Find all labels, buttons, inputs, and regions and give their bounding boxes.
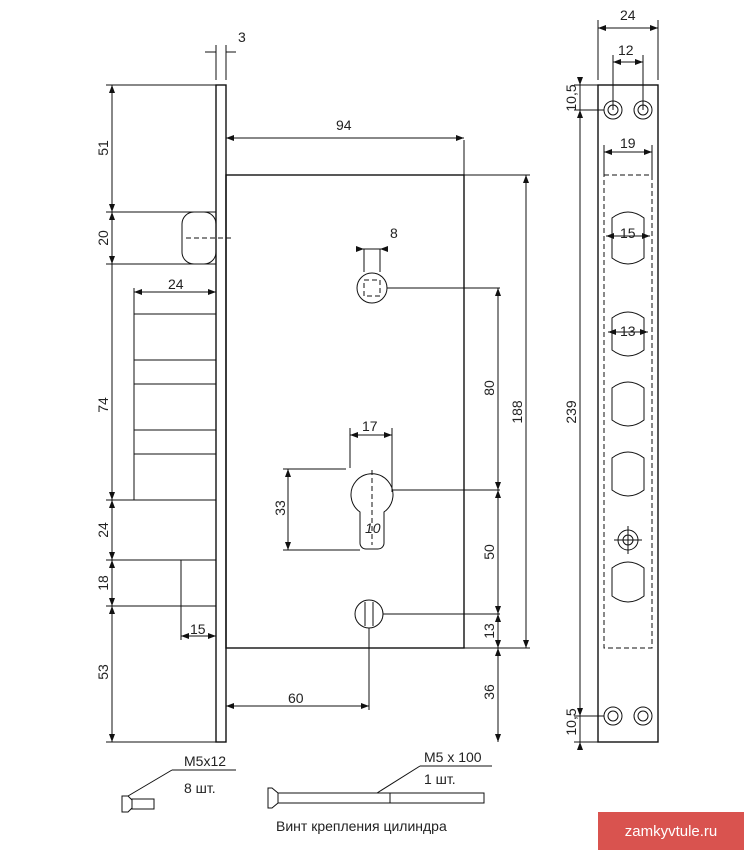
dim-text: 20 — [95, 230, 111, 246]
faceplate-screw — [614, 526, 642, 554]
small-screw: M5x12 8 шт. — [121, 753, 236, 813]
dim-plate-thickness: 3 — [205, 29, 246, 80]
dim-window-width: 19 — [603, 135, 653, 175]
long-screw: M5 x 100 1 шт. Винт крепления цилиндра — [267, 749, 492, 834]
bottom-mount-holes — [603, 706, 653, 726]
dim-text: 19 — [620, 135, 636, 151]
faceplate-window — [603, 174, 653, 649]
dim-text: 33 — [272, 500, 288, 516]
dim-bolt-projection: 24 — [134, 276, 216, 295]
dim-hole-spacing: 12 — [612, 42, 644, 110]
long-screw-caption: Винт крепления цилиндра — [276, 818, 447, 834]
dim-text: 50 — [481, 544, 497, 560]
dim-text: 10 — [365, 520, 381, 536]
dim-text: 10,5 — [563, 84, 579, 111]
dim-case-depth: 94 — [226, 117, 464, 141]
dim-small-offset: 15 — [180, 560, 216, 640]
long-screw-spec: M5 x 100 — [424, 749, 482, 765]
dim-text: 24 — [168, 276, 184, 292]
dim-text: 18 — [95, 575, 111, 591]
dim-text: 80 — [481, 380, 497, 396]
dim-text: 239 — [563, 400, 579, 424]
dim-text: 188 — [509, 400, 525, 424]
latch-hole: 15 — [606, 211, 650, 265]
lock-case — [225, 174, 465, 649]
dim-faceplate-length: 239 — [563, 110, 581, 716]
dim-faceplate-width: 24 — [597, 7, 659, 80]
deadbolts — [133, 288, 217, 501]
dim-case-height: 188 — [509, 175, 529, 648]
dim-text: 51 — [95, 140, 111, 156]
dim-text: 94 — [336, 117, 352, 133]
bolt-holes: 13 — [608, 311, 648, 497]
long-screw-qty: 1 шт. — [424, 771, 456, 787]
lower-slot — [611, 561, 645, 603]
dim-text: 13 — [620, 323, 636, 339]
dim-text: 13 — [481, 623, 497, 639]
dim-text: 3 — [238, 29, 246, 45]
lower-hole — [354, 599, 500, 710]
spindle: 8 — [356, 225, 500, 304]
dim-bottom-hole-offset: 10,5 — [563, 708, 604, 750]
faceplate — [597, 84, 659, 743]
top-mount-holes — [603, 100, 653, 120]
dim-text: 36 — [481, 684, 497, 700]
dim-text: 15 — [620, 225, 636, 241]
dim-text: 24 — [95, 522, 111, 538]
small-screw-qty: 8 шт. — [184, 780, 216, 796]
cylinder-cutout: 33 17 10 — [272, 418, 500, 551]
dim-text: 15 — [190, 621, 206, 637]
dim-text: 24 — [620, 7, 636, 23]
small-screw-spec: M5x12 — [184, 753, 226, 769]
dim-text: 8 — [390, 225, 398, 241]
dim-text: 53 — [95, 664, 111, 680]
dim-text: 60 — [288, 690, 304, 706]
front-plate — [215, 84, 227, 743]
dim-text: 12 — [618, 42, 634, 58]
site-watermark[interactable]: zamkyvtule.ru — [598, 812, 744, 850]
dim-text: 74 — [95, 397, 111, 413]
dim-backset: 60 — [226, 690, 369, 709]
dim-text: 17 — [362, 418, 378, 434]
dim-text: 10,5 — [563, 708, 579, 735]
